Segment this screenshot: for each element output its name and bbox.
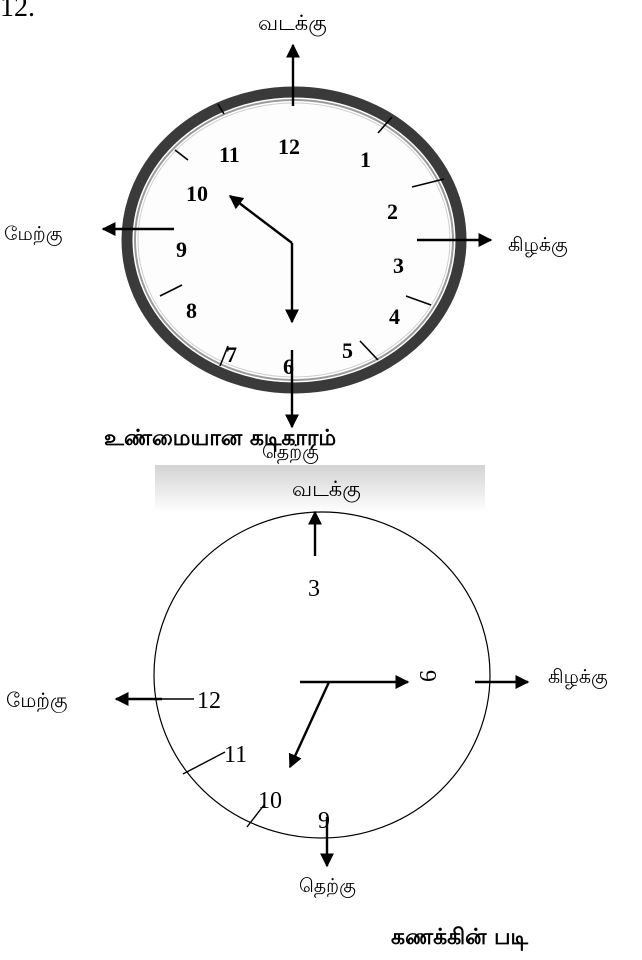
clock-2-caption: கணக்கின் படி xyxy=(391,925,529,951)
clock-1-num-8: 8 xyxy=(186,298,197,323)
clock-1-num-7: 7 xyxy=(226,342,237,367)
clock-1-num-5: 5 xyxy=(342,338,353,363)
clock-1-num-10: 10 xyxy=(186,181,208,206)
clock-2-num-11: 11 xyxy=(224,742,247,768)
clock-1-caption: உண்மையான கடிகாரம் xyxy=(104,426,336,452)
clock-1-west-label: மேற்கு xyxy=(4,223,63,246)
clock-1: 12 1 2 3 4 5 6 7 8 9 10 11 வடக்கு கிழக்க… xyxy=(4,11,568,464)
clock-1-num-12: 12 xyxy=(278,134,300,159)
clock-1-num-9: 9 xyxy=(176,237,187,262)
clock-2-num-3: 3 xyxy=(308,576,320,602)
clock-2-south-label: தெற்கு xyxy=(299,875,356,898)
clock-2-num-6: 6 xyxy=(416,670,442,682)
clock-2-num-10: 10 xyxy=(258,788,282,814)
clock-1-num-4: 4 xyxy=(389,304,400,329)
clock-2-west-label: மேற்கு xyxy=(6,688,68,713)
clock-1-num-3: 3 xyxy=(393,253,404,278)
clock-2: 3 12 11 10 9 6 வடக்கு கிழக்கு மேற்கு தெற… xyxy=(6,477,608,951)
clock-1-num-2: 2 xyxy=(387,199,398,224)
clock-1-num-11: 11 xyxy=(219,142,240,167)
clock-2-north-label: வடக்கு xyxy=(292,477,361,502)
clock-1-north-label: வடக்கு xyxy=(258,11,327,36)
clock-1-east-label: கிழக்கு xyxy=(508,234,568,257)
clock-1-num-1: 1 xyxy=(360,147,371,172)
clock-2-east-label: கிழக்கு xyxy=(548,666,608,689)
clock-2-num-12: 12 xyxy=(197,688,221,714)
